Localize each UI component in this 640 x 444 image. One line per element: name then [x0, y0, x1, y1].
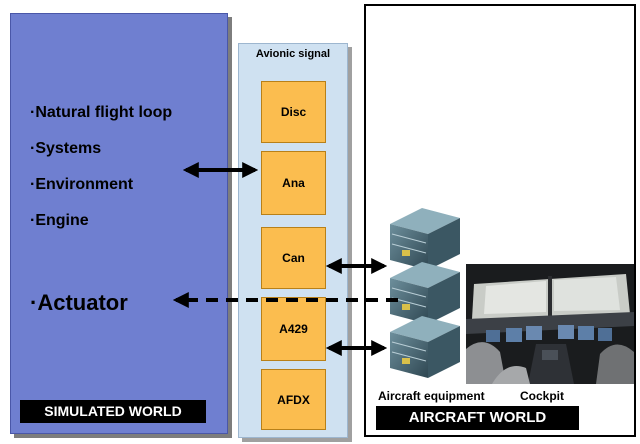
signal-box-afdx: AFDX — [261, 369, 326, 430]
aircraft-world-panel: Aircraft equipment Cockpit AIRCRAFT WORL… — [364, 4, 636, 437]
aircraft-world-label: AIRCRAFT WORLD — [376, 406, 579, 430]
simulated-world-label: SIMULATED WORLD — [20, 400, 206, 423]
simulated-world-panel: ·Natural flight loop ·Systems ·Environme… — [10, 13, 228, 434]
signal-box-disc: Disc — [261, 81, 326, 143]
avionic-signal-panel: Avionic signal Disc Ana Can A429 AFDX — [238, 43, 348, 438]
avionic-signal-title: Avionic signal — [255, 48, 331, 60]
aircraft-equipment-caption: Aircraft equipment — [378, 389, 485, 403]
sim-item-natural-flight-loop: ·Natural flight loop — [30, 104, 173, 121]
sim-item-systems: ·Systems — [30, 140, 102, 157]
signal-box-ana: Ana — [261, 151, 326, 215]
sim-item-actuator: ·Actuator — [30, 290, 128, 315]
signal-box-can: Can — [261, 227, 326, 289]
aircraft-equipment-icon — [390, 208, 460, 378]
cockpit-picture — [466, 264, 634, 384]
sim-item-environment: ·Environment — [30, 176, 134, 193]
signal-box-a429: A429 — [261, 297, 326, 361]
cockpit-caption: Cockpit — [520, 389, 565, 403]
sim-item-engine: ·Engine — [30, 212, 89, 229]
